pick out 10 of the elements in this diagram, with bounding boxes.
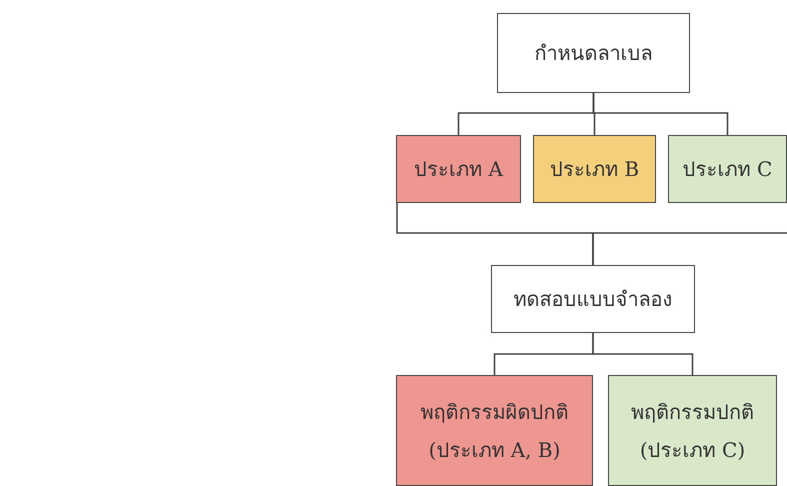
result-box: พฤติกรรมปกติ (ประเภท C) (608, 375, 777, 486)
connector-line (592, 232, 787, 265)
process-box: ทดสอบแบบจำลอง (491, 265, 695, 333)
category-box: ประเภท A (396, 135, 521, 203)
result-box: พฤติกรรมผิดปกติ (ประเภท A, B) (396, 375, 593, 486)
category-box: ประเภท C (668, 135, 787, 203)
connector-line (592, 333, 694, 375)
connector-line (592, 93, 728, 135)
category-box: ประเภท B (533, 135, 656, 203)
process-box: กำหนดลาเบล (497, 13, 690, 93)
